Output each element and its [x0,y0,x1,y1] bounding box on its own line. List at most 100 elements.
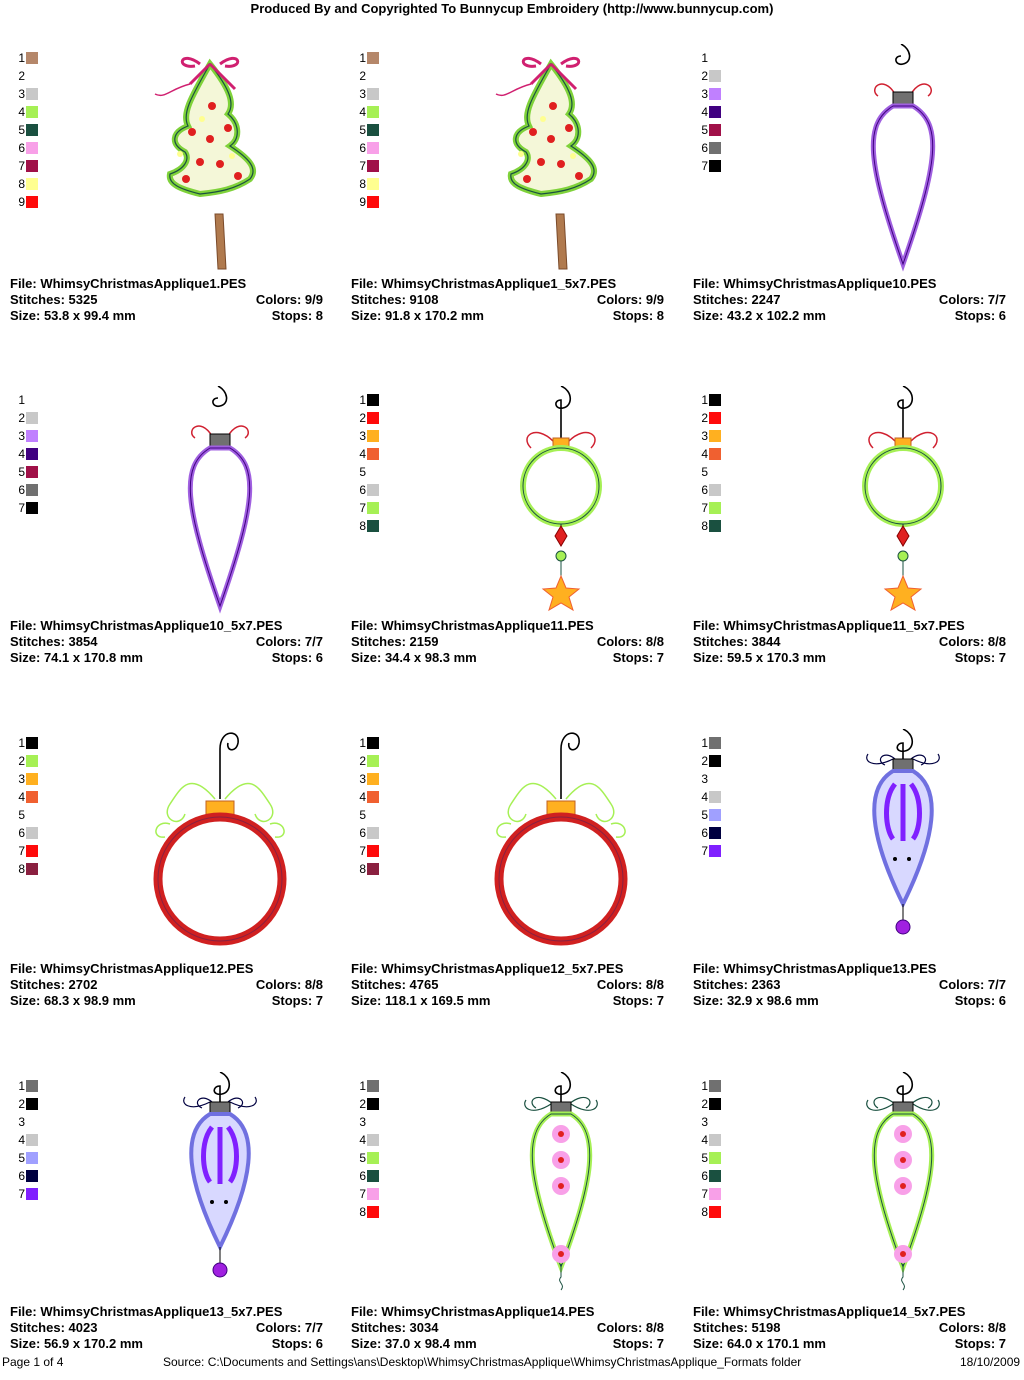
thread-swatch [709,1080,721,1092]
thread-number: 5 [701,123,708,137]
thread-color-row: 1 [356,49,379,67]
color-count: Colors: 8/8 [596,977,664,992]
thread-color-list: 1 2 3 4 5 6 7 8 9 [356,49,379,211]
embroidery-design-preview [154,57,257,270]
design-card: 1 2 3 4 5 6 7 File: WhimsyChristmasAppli… [10,364,340,694]
thread-swatch [367,1080,379,1092]
thread-number: 2 [701,411,708,425]
thread-color-row: 7 [698,499,721,517]
thread-color-row: 7 [15,1185,38,1203]
thread-number: 7 [18,1187,25,1201]
thread-color-row: 7 [698,842,721,860]
thread-swatch [26,863,38,875]
embroidery-design-preview [187,386,253,614]
thread-number: 3 [359,87,366,101]
thread-color-row: 6 [356,139,379,157]
thread-swatch [26,773,38,785]
thread-swatch [26,394,38,406]
thread-swatch [26,484,38,496]
embroidery-design-preview [870,44,936,272]
thread-number: 4 [359,1133,366,1147]
thread-swatch [367,124,379,136]
thread-color-row: 3 [698,427,721,445]
stop-count: Stops: 6 [954,993,1006,1008]
page-number: Page 1 of 4 [2,1355,64,1369]
thread-swatch [26,70,38,82]
thread-color-row: 1 [698,49,721,67]
thread-color-row: 7 [356,842,379,860]
color-count: Colors: 9/9 [255,292,323,307]
embroidery-design-preview [494,732,628,946]
thread-swatch [367,106,379,118]
thread-color-list: 1 2 3 4 5 6 7 8 9 [15,49,38,211]
thread-swatch [367,1134,379,1146]
thread-color-row: 2 [356,409,379,427]
design-size: Size: 34.4 x 98.3 mm [351,650,477,665]
thread-number: 1 [359,51,366,65]
thread-color-row: 4 [698,1131,721,1149]
thread-swatch [26,827,38,839]
thread-swatch [709,1116,721,1128]
thread-swatch [26,106,38,118]
stop-count: Stops: 7 [954,1336,1006,1351]
thread-color-row: 8 [356,517,379,535]
thread-swatch [709,520,721,532]
thread-color-row: 6 [698,1167,721,1185]
thread-number: 2 [359,69,366,83]
thread-swatch [709,1152,721,1164]
design-info: File: WhimsyChristmasApplique11.PES Stit… [351,618,664,666]
design-info: File: WhimsyChristmasApplique1_5x7.PES S… [351,276,664,324]
thread-number: 6 [701,1169,708,1183]
design-info: File: WhimsyChristmasApplique12.PES Stit… [10,961,323,1009]
design-card: 1 2 3 4 5 6 7 File: WhimsyChristmasAppli… [10,1050,340,1380]
thread-swatch [367,52,379,64]
thread-number: 5 [701,808,708,822]
thread-color-row: 5 [15,1149,38,1167]
thread-swatch [367,412,379,424]
thread-number: 3 [701,429,708,443]
design-size: Size: 64.0 x 170.1 mm [693,1336,826,1351]
thread-swatch [709,124,721,136]
thread-number: 8 [359,519,366,533]
thread-number: 8 [18,862,25,876]
thread-color-list: 1 2 3 4 5 6 7 8 [356,734,379,878]
design-info: File: WhimsyChristmasApplique10.PES Stit… [693,276,1006,324]
thread-swatch [709,502,721,514]
thread-color-row: 3 [698,1113,721,1131]
thread-number: 2 [701,69,708,83]
thread-number: 2 [359,754,366,768]
thread-number: 4 [701,105,708,119]
thread-number: 6 [359,826,366,840]
thread-color-row: 2 [356,1095,379,1113]
thread-swatch [26,430,38,442]
thread-swatch [709,773,721,785]
thread-swatch [709,448,721,460]
design-size: Size: 118.1 x 169.5 mm [351,993,491,1008]
thread-color-row: 5 [698,121,721,139]
stitch-count: Stitches: 9108 [351,292,439,307]
stop-count: Stops: 6 [271,650,323,665]
stitch-count: Stitches: 2247 [693,292,781,307]
stitch-count: Stitches: 5198 [693,1320,781,1335]
stitch-count: Stitches: 2159 [351,634,439,649]
thread-number: 3 [359,429,366,443]
thread-color-row: 2 [698,409,721,427]
thread-color-row: 6 [698,139,721,157]
design-info: File: WhimsyChristmasApplique10_5x7.PES … [10,618,323,666]
thread-number: 3 [359,772,366,786]
design-size: Size: 59.5 x 170.3 mm [693,650,826,665]
thread-color-row: 5 [698,463,721,481]
thread-color-row: 4 [698,788,721,806]
embroidery-design-preview [520,386,602,612]
thread-color-row: 4 [356,445,379,463]
thread-swatch [367,394,379,406]
design-card: 1 2 3 4 5 6 7 8 File: WhimsyChristmasAp [351,364,681,694]
thread-color-list: 1 2 3 4 5 6 7 8 [356,1077,379,1221]
thread-swatch [367,430,379,442]
thread-swatch [26,412,38,424]
thread-color-row: 4 [356,1131,379,1149]
thread-color-row: 3 [356,427,379,445]
thread-number: 8 [18,177,25,191]
thread-number: 7 [18,159,25,173]
thread-number: 1 [701,51,708,65]
